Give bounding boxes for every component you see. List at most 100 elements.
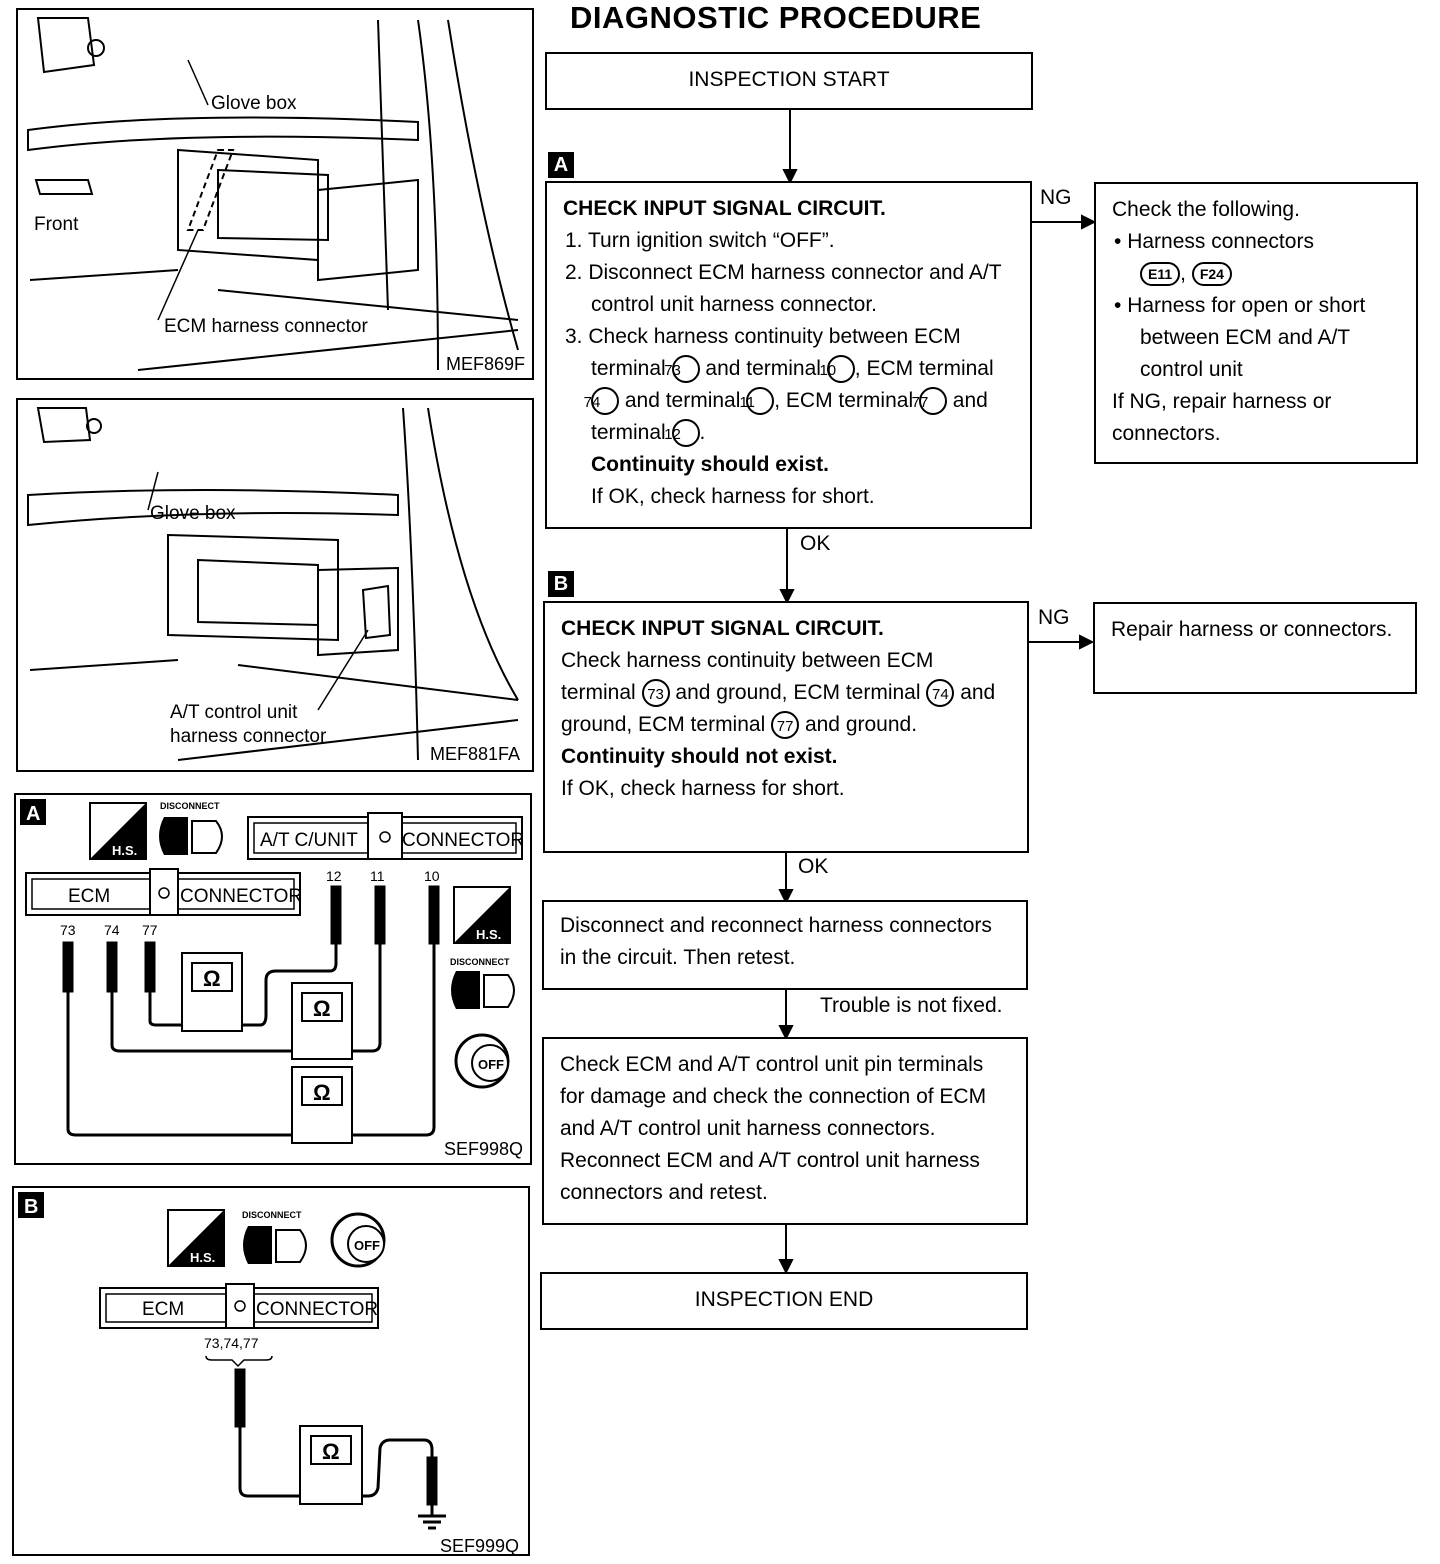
at-connector-label-1: A/T control unit — [170, 702, 298, 723]
svg-text:H.S.: H.S. — [190, 1250, 215, 1265]
svg-text:CONNECTOR: CONNECTOR — [402, 830, 524, 851]
ng-a-heading: Check the following. — [1112, 198, 1300, 221]
ecm-connector-label: ECM harness connector — [164, 316, 368, 337]
terminal-74-badge: 74 — [584, 387, 619, 416]
svg-text:H.S.: H.S. — [476, 927, 501, 942]
ecm-connector: ECM CONNECTOR — [25, 868, 302, 916]
figure-b-wiring: B H.S. DISCONNECT OFF ECM CONNECTOR 73,7… — [12, 1186, 530, 1556]
ng-a-bullet-2: • Harness for open or short between ECM … — [1114, 294, 1366, 381]
check-pins-text: Check ECM and A/T control unit pin termi… — [560, 1053, 987, 1204]
svg-text:ECM: ECM — [68, 886, 110, 907]
figure-ecm-location: Glove box Front ECM harness connector ME… — [16, 8, 534, 380]
inspection-start-box: INSPECTION START — [545, 52, 1033, 110]
step-b-box: CHECK INPUT SIGNAL CIRCUIT. Check harnes… — [543, 601, 1029, 853]
ohmmeter-2: Ω — [291, 982, 353, 1060]
inspection-end-label: INSPECTION END — [694, 1288, 874, 1311]
step-b-tag: B — [548, 571, 574, 597]
terminal-74: 74 — [104, 922, 120, 938]
ignition-off-icon: OFF — [330, 1212, 386, 1268]
hs-icon: H.S. — [453, 886, 511, 944]
figure-code: SEF999Q — [440, 1536, 519, 1556]
ng-a-box: Check the following. • Harness connector… — [1094, 182, 1418, 464]
probe-wires — [234, 1368, 446, 1530]
step-a-heading: CHECK INPUT SIGNAL CIRCUIT. — [563, 197, 886, 220]
svg-text:OFF: OFF — [478, 1057, 504, 1072]
step-a-item-2: 2. Disconnect ECM harness connector and … — [565, 261, 1002, 316]
terminal-77-badge: 77 — [771, 711, 800, 740]
hs-icon: H.S. — [89, 802, 147, 860]
figure-code: SEF998Q — [444, 1139, 523, 1159]
terminal-73-badge: 73 — [664, 355, 700, 384]
svg-text:Ω: Ω — [203, 966, 221, 991]
connector-e11-badge: E11 — [1140, 262, 1181, 287]
figure-a-wiring: A H.S. DISCONNECT A/T C/UNIT CONNECTOR — [14, 793, 532, 1165]
front-label: Front — [34, 214, 79, 235]
page-title: DIAGNOSTIC PROCEDURE — [570, 0, 982, 35]
step-tag-a — [20, 799, 46, 825]
terminal-77: 77 — [142, 922, 158, 938]
terminal-11-badge: 11 — [739, 387, 775, 416]
step-b-result: Continuity should not exist. — [561, 745, 838, 768]
ok-label-b: OK — [798, 855, 829, 878]
terminal-74-badge: 74 — [926, 679, 955, 708]
ng-b-text: Repair harness or connectors. — [1111, 618, 1393, 641]
step-b-heading: CHECK INPUT SIGNAL CIRCUIT. — [561, 617, 884, 640]
step-a-item-3: 3. Check harness continuity between ECM … — [563, 321, 1014, 449]
terminal-10: 10 — [424, 868, 440, 884]
ng-label-a: NG — [1040, 186, 1072, 209]
step-tag-b — [18, 1192, 44, 1218]
svg-text:A/T C/UNIT: A/T C/UNIT — [260, 830, 358, 851]
svg-text:DISCONNECT: DISCONNECT — [450, 957, 510, 967]
ohmmeter: Ω — [299, 1425, 363, 1505]
svg-text:OFF: OFF — [354, 1238, 380, 1253]
disconnect-icon: DISCONNECT — [159, 801, 223, 855]
terminal-77-badge: 77 — [912, 387, 947, 416]
step-a-tag: A — [548, 152, 574, 178]
glove-box-label: Glove box — [150, 503, 236, 524]
terminal-11: 11 — [370, 868, 385, 884]
figure-code: MEF881FA — [430, 744, 520, 764]
ng-b-box: Repair harness or connectors. — [1093, 602, 1417, 694]
step-a-box: CHECK INPUT SIGNAL CIRCUIT. 1. Turn igni… — [545, 181, 1032, 529]
reconnect-box: Disconnect and reconnect harness connect… — [542, 900, 1028, 990]
terminal-73-badge: 73 — [641, 679, 670, 708]
ok-label-a: OK — [800, 532, 831, 555]
at-connector-label-2: harness connector — [170, 726, 327, 747]
ng-a-connectors: E11, F24 — [1112, 258, 1400, 290]
ng-label-b: NG — [1038, 606, 1070, 629]
ohmmeter-3: Ω — [291, 1066, 353, 1144]
step-b-note: If OK, check harness for short. — [561, 777, 845, 800]
at-connector: A/T C/UNIT CONNECTOR — [247, 812, 524, 860]
ng-a-bullet-1: • Harness connectors — [1114, 230, 1314, 253]
terminal-10-badge: 10 — [819, 355, 855, 384]
inspection-start-label: INSPECTION START — [688, 68, 890, 91]
svg-text:Ω: Ω — [322, 1439, 340, 1464]
hs-icon: H.S. — [167, 1209, 225, 1267]
glove-box-label: Glove box — [211, 93, 297, 114]
figure-a-tag: A — [26, 803, 40, 825]
inspection-end-box: INSPECTION END — [540, 1272, 1028, 1330]
probe-wires — [62, 885, 440, 1137]
trouble-label: Trouble is not fixed. — [820, 994, 1003, 1017]
figure-at-unit-location: Glove box A/T control unit harness conne… — [16, 398, 534, 772]
ng-a-note: If NG, repair harness or connectors. — [1112, 390, 1332, 445]
terminal-12: 12 — [326, 868, 342, 884]
terminal-73: 73 — [60, 922, 76, 938]
figure-a-diagram: A H.S. DISCONNECT A/T C/UNIT CONNECTOR — [20, 799, 524, 1159]
disconnect-icon: DISCONNECT — [450, 957, 515, 1009]
step-b-body: Check harness continuity between ECM ter… — [561, 645, 1011, 741]
step-a-note: If OK, check harness for short. — [591, 485, 875, 508]
terminals-label: 73,74,77 — [204, 1335, 259, 1351]
svg-text:CONNECTOR: CONNECTOR — [256, 1299, 378, 1320]
svg-text:H.S.: H.S. — [112, 843, 137, 858]
reconnect-text: Disconnect and reconnect harness connect… — [560, 914, 992, 969]
svg-text:ECM: ECM — [142, 1299, 184, 1320]
svg-text:DISCONNECT: DISCONNECT — [242, 1210, 302, 1220]
svg-text:DISCONNECT: DISCONNECT — [160, 801, 220, 811]
ohmmeter-1: Ω — [181, 952, 243, 1032]
step-a-item-1: 1. Turn ignition switch “OFF”. — [565, 229, 835, 252]
figure-b-diagram: B H.S. DISCONNECT OFF ECM CONNECTOR 73,7… — [18, 1192, 519, 1556]
ignition-off-icon: OFF — [454, 1033, 510, 1089]
ecm-connector: ECM CONNECTOR — [99, 1283, 379, 1329]
